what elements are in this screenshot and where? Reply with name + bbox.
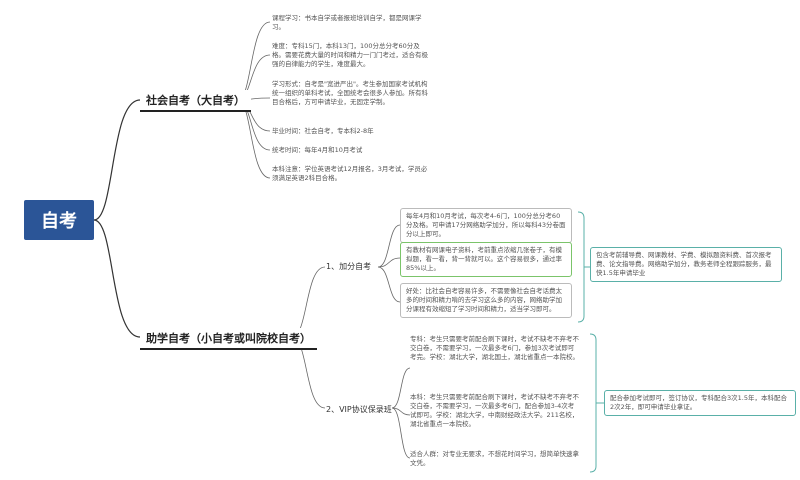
note-bachelor-notice: 本科注意：学位英语考试12月报名，3月考试，学员必须满足英语2科目合格。 (272, 165, 428, 182)
branch-assisted-self-study: 助学自考（小自考或叫院校自考） (140, 328, 317, 350)
note-difficulty: 难度：专科15门，本科13门，100分总分考60分及格。需要花费大量的时间和精力… (272, 42, 428, 68)
bonus-material-note: 有教材有网课电子资料，考前重点浓缩几张卷子，有模拟题，看一看，背一背就可以。这个… (400, 242, 572, 277)
bonus-exam-note: 每年4月和10月考试，每次考4-6门，100分总分考60分及格。可申请17分网络… (400, 208, 572, 243)
vip-junior-college-note: 专科：考生只需要考前配合刷下课时，考试不缺考不弃考不交白卷，不需要学习，一次最多… (410, 335, 579, 361)
note-study-format: 学习形式：自考是"宽进严出"。考生参加国家考试机构统一组织的单科考试，全国统考会… (272, 80, 428, 106)
bonus-advantage-note: 好处：比社会自考容易许多，不需要像社会自考话费太多的时间和精力啃的去学习这么多的… (400, 283, 572, 318)
sub-bonus-self-study: 1、加分自考 (326, 262, 372, 271)
note-course-study: 课程学习：书本自学或者报班培训自学，都是网课学习。 (272, 14, 422, 31)
root-node: 自考 (24, 200, 94, 240)
vip-target-people-note: 适合人群：对专业无要求，不想花时间学习，想简单快速拿文凭。 (410, 450, 579, 467)
note-exam-time: 统考时间：每年4月和10月考试 (272, 146, 363, 154)
vip-bachelor-note: 本科：考生只需要考前配合刷下课时，考试不缺考不弃考不交白卷，不需要学习，一次最多… (410, 393, 579, 428)
branch-social-self-study: 社会自考（大自考） (140, 90, 251, 112)
note-graduation-time: 毕业时间：社会自考，专本科2-8年 (272, 127, 374, 135)
bonus-service-box: 包含考前辅导费、网课教材、学费、模拟题资料费、首次报考费、论文指导费。网络助学加… (590, 247, 782, 282)
vip-agreement-box: 配合参加考试即可，签订协议，专科配合3次1.5年，本科配合2次2年，即可申请毕业… (604, 390, 796, 416)
sub-vip-class: 2、VIP协议保录班 (326, 405, 392, 414)
